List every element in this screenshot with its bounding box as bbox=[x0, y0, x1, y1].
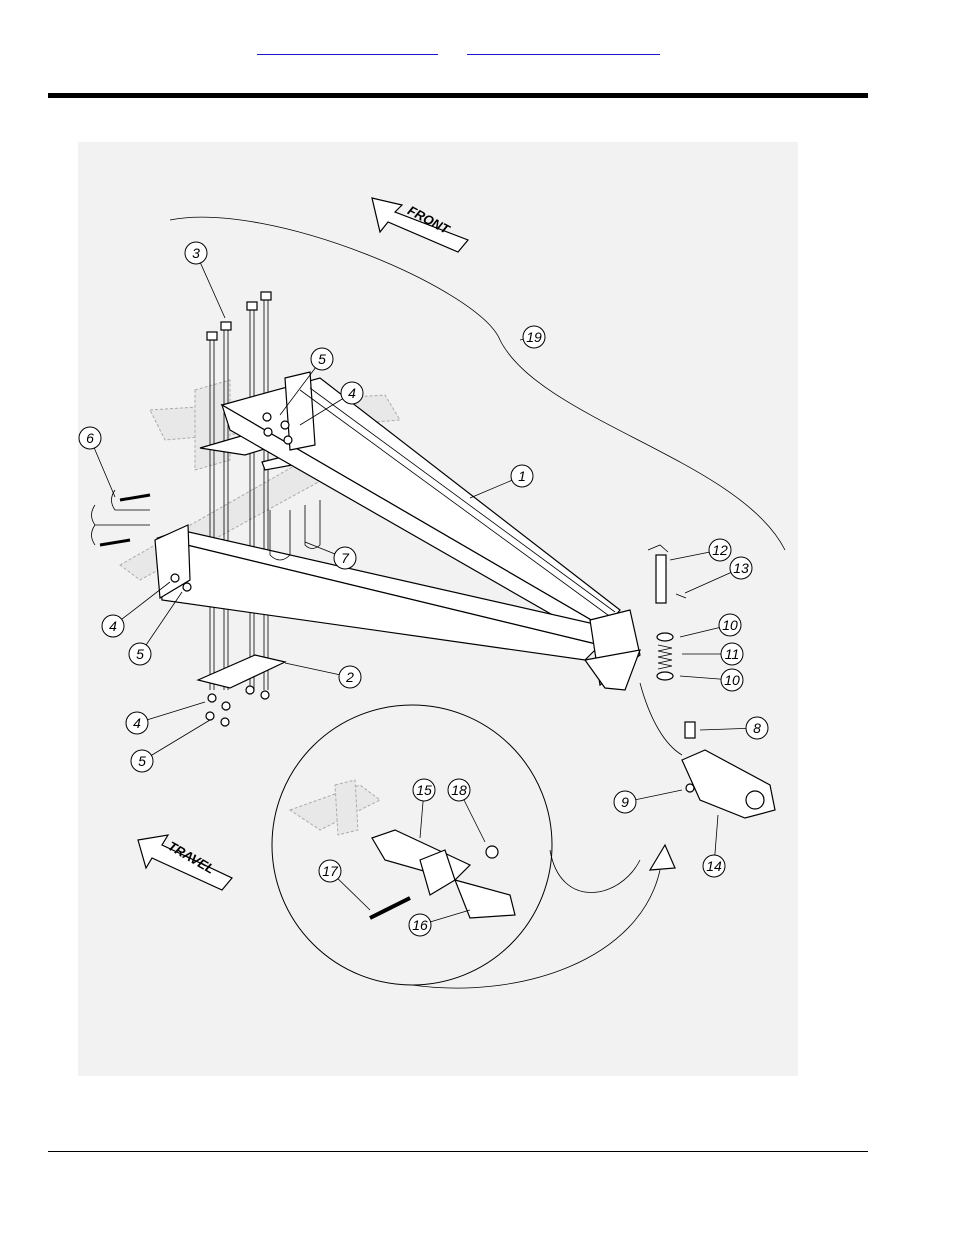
u-bolts bbox=[91, 489, 321, 561]
callout-number: 19 bbox=[526, 329, 542, 345]
front-arrow: FRONT bbox=[371, 197, 469, 253]
callout-leader bbox=[112, 581, 171, 627]
footer-rule bbox=[48, 1151, 868, 1152]
callout-number: 7 bbox=[341, 550, 350, 566]
callout-number: 4 bbox=[109, 618, 117, 634]
callout-number: 10 bbox=[724, 672, 740, 688]
callout-balloon: 1 bbox=[469, 464, 534, 499]
callout-circle bbox=[522, 325, 546, 349]
detail-view bbox=[271, 704, 676, 989]
callout-balloon: 5 bbox=[130, 719, 211, 773]
callout-circle bbox=[510, 464, 534, 488]
callout-circle bbox=[338, 665, 362, 689]
callout-circle bbox=[702, 854, 726, 878]
callout-balloon: 8 bbox=[699, 716, 769, 740]
callout-balloon: 16 bbox=[408, 909, 471, 937]
callout-number: 1 bbox=[518, 468, 526, 484]
callout-number: 3 bbox=[192, 245, 200, 261]
callout-number: 17 bbox=[322, 863, 339, 879]
callout-circle bbox=[340, 381, 364, 405]
callout-balloon: 5 bbox=[279, 347, 334, 416]
callout-number: 4 bbox=[348, 385, 356, 401]
callout-balloon: 6 bbox=[78, 426, 116, 498]
callout-number: 2 bbox=[345, 669, 354, 685]
header-link-left[interactable] bbox=[257, 38, 438, 55]
header-link-right[interactable] bbox=[467, 38, 660, 55]
callout-circle bbox=[128, 642, 152, 666]
callout-number: 16 bbox=[412, 917, 428, 933]
callout-number: 13 bbox=[733, 560, 749, 576]
callout-number: 5 bbox=[138, 753, 146, 769]
hitch-frame-1 bbox=[154, 371, 641, 691]
leader-clevis bbox=[639, 682, 683, 756]
callout-balloon: 4 bbox=[125, 701, 206, 735]
clevis-14 bbox=[681, 721, 776, 819]
callout-circle bbox=[745, 716, 769, 740]
callout-balloon: 4 bbox=[299, 381, 364, 426]
callout-circle bbox=[130, 749, 154, 773]
callout-number: 11 bbox=[725, 646, 740, 662]
callout-circle bbox=[310, 347, 334, 371]
callout-number: 14 bbox=[706, 858, 722, 874]
callout-circle bbox=[720, 642, 744, 666]
callout-balloon: 10 bbox=[679, 668, 744, 692]
travel-arrow: TRAVEL bbox=[137, 834, 233, 891]
callout-number: 9 bbox=[621, 794, 629, 810]
callout-leader bbox=[139, 591, 183, 655]
callout-circle bbox=[333, 546, 357, 570]
callout-balloon: 19 bbox=[519, 325, 546, 349]
callout-circle bbox=[318, 859, 342, 883]
callout-number: 4 bbox=[133, 715, 141, 731]
callout-balloon: 2 bbox=[284, 662, 362, 689]
callout-circle bbox=[708, 538, 732, 562]
callout-balloon: 10 bbox=[679, 613, 742, 638]
header-rule bbox=[48, 93, 868, 98]
callout-circle bbox=[78, 426, 102, 450]
callout-number: 12 bbox=[712, 542, 728, 558]
callout-circle bbox=[125, 711, 149, 735]
leader-19 bbox=[169, 216, 786, 551]
callout-circle bbox=[101, 614, 125, 638]
callout-circle bbox=[408, 913, 432, 937]
callout-balloon: 5 bbox=[128, 591, 183, 666]
callout-circle bbox=[718, 613, 742, 637]
callout-number: 6 bbox=[86, 430, 94, 446]
callout-balloon: 13 bbox=[684, 556, 753, 594]
callout-balloon: 15 bbox=[412, 778, 436, 839]
callout-balloon: 11 bbox=[682, 642, 744, 666]
callout-number: 5 bbox=[318, 351, 326, 367]
callout-number: 10 bbox=[722, 617, 738, 633]
callout-circle bbox=[412, 778, 436, 802]
callout-balloon: 12 bbox=[669, 538, 732, 562]
callout-balloon: 9 bbox=[613, 789, 683, 814]
spring-washers bbox=[656, 632, 674, 681]
callout-leader bbox=[136, 701, 206, 724]
callout-balloon: 7 bbox=[304, 541, 357, 570]
callout-number: 18 bbox=[451, 782, 467, 798]
bolts-3 bbox=[206, 291, 272, 690]
callout-balloon: 18 bbox=[447, 778, 486, 843]
callout-number: 5 bbox=[136, 646, 144, 662]
callout-circle bbox=[720, 668, 744, 692]
callout-balloon: 3 bbox=[184, 241, 226, 319]
callout-balloon: 17 bbox=[318, 859, 371, 911]
lower-plate-2 bbox=[196, 654, 287, 689]
callout-leader bbox=[195, 252, 226, 319]
callout-leader bbox=[141, 719, 211, 762]
callout-balloon: 4 bbox=[101, 581, 171, 638]
callout-balloon: 14 bbox=[702, 814, 726, 878]
callout-leader bbox=[279, 358, 323, 416]
hitch-pin bbox=[647, 544, 687, 604]
callout-circle bbox=[729, 556, 753, 580]
callout-circle bbox=[184, 241, 208, 265]
callout-circle bbox=[613, 790, 637, 814]
nuts-washers bbox=[170, 412, 293, 727]
callout-number: 15 bbox=[416, 782, 432, 798]
callout-circle bbox=[447, 778, 471, 802]
callout-number: 8 bbox=[753, 720, 761, 736]
